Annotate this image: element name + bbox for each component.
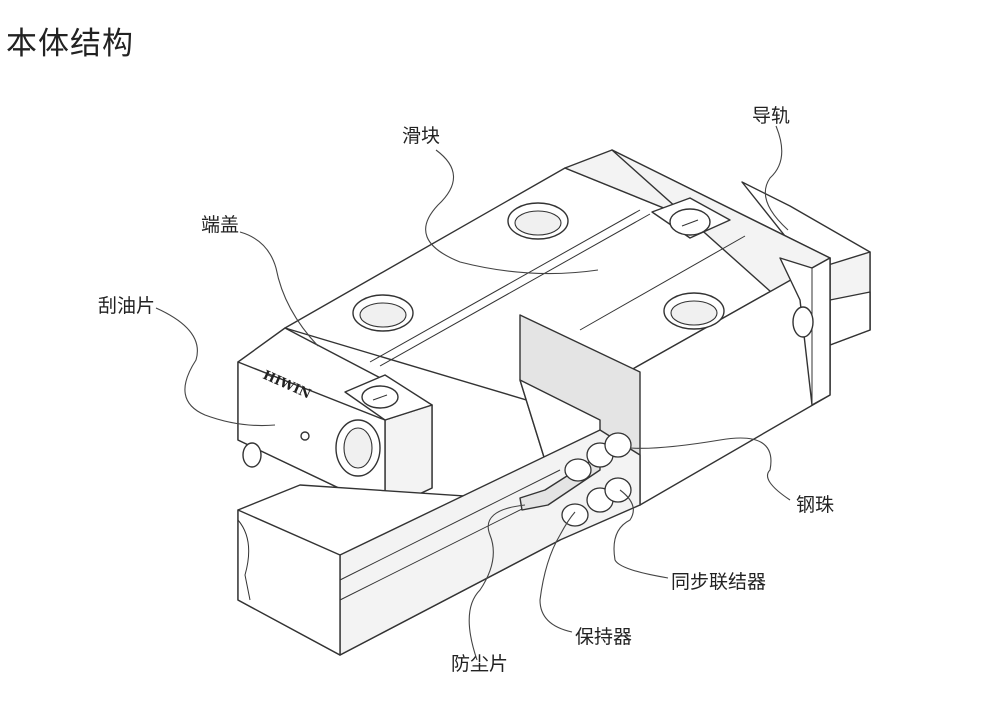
- side-hole: [792, 306, 814, 338]
- label-dust-seal: 防尘片: [451, 653, 509, 675]
- label-slider: 滑块: [402, 125, 441, 147]
- mounting-holes: [352, 202, 725, 332]
- page-title: 本体结构: [6, 26, 134, 62]
- label-rail: 导轨: [752, 105, 791, 127]
- steel-balls: [561, 432, 632, 527]
- label-end-cap: 端盖: [201, 214, 240, 236]
- label-retainer: 保持器: [575, 626, 633, 648]
- lube-port-far: [651, 197, 731, 239]
- label-scraper: 刮油片: [98, 295, 156, 317]
- leader-lines: [155, 125, 791, 661]
- label-steel-ball: 钢珠: [796, 494, 835, 516]
- label-sync-connector: 同步联结器: [671, 571, 767, 593]
- end-cap: [237, 327, 433, 511]
